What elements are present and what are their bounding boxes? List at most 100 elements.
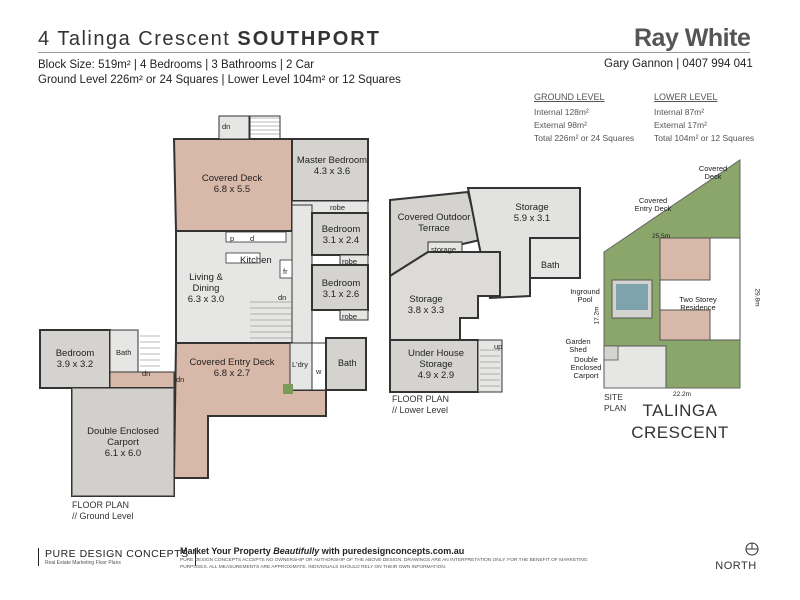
room-storage-2: Storage 3.8 x 3.3: [404, 294, 448, 316]
room-name: Living & Dining: [189, 272, 223, 294]
room-covered-outdoor-terrace: Covered Outdoor Terrace: [397, 212, 471, 234]
bath-label: Bath: [116, 348, 132, 357]
room-size: 3.8 x 3.3: [407, 305, 445, 316]
room-name: Bedroom: [321, 224, 361, 235]
property-address: 4 Talinga Crescent SOUTHPORT: [38, 28, 381, 51]
ground-total: Total 226m² or 24 Squares: [534, 133, 635, 143]
north-indicator: NORTH: [712, 544, 760, 572]
site-covered-deck: Covered Deck: [698, 164, 728, 181]
room-bath: Bath: [338, 358, 357, 368]
pantry-label: p: [230, 234, 235, 243]
brand-logo: Ray White: [634, 24, 751, 52]
robe-label: robe: [342, 257, 358, 266]
plan-subtitle: // Ground Level: [72, 511, 134, 521]
room-under-house-storage: Under House Storage 4.9 x 2.9: [398, 348, 474, 381]
room-bath-lower: Bath: [541, 260, 560, 270]
lower-level-plan: [389, 187, 581, 393]
ground-external: External 98m²: [534, 120, 587, 130]
company-tagline: Real Estate Marketing Floor Plans: [45, 560, 121, 566]
address-text: 4 Talinga Crescent: [38, 28, 231, 50]
robe-label: robe: [330, 203, 346, 212]
stairs-down-label: dn: [142, 369, 151, 378]
site-covered-entry-deck: Covered Entry Deck: [634, 196, 672, 213]
room-size: 6.8 x 5.5: [213, 184, 251, 195]
site-shed: Garden Shed: [565, 337, 591, 354]
lower-internal: Internal 87m²: [654, 107, 705, 117]
room-size: 6.8 x 2.7: [213, 368, 251, 379]
room-size: 4.9 x 2.9: [417, 370, 455, 381]
room-name: Storage: [515, 202, 549, 213]
site-carport: Double Enclosed Carport: [570, 355, 602, 380]
dim-bottom: 22.2m: [673, 391, 692, 398]
room-name: Covered Entry Deck: [189, 357, 275, 368]
lower-external: External 17m²: [654, 120, 707, 130]
dim-right: 29.8m: [753, 288, 761, 307]
market-prefix: Market Your Property: [180, 546, 274, 556]
room-size: 4.3 x 3.6: [313, 166, 351, 177]
room-size: 3.9 x 3.2: [56, 359, 94, 370]
stairs-up-label: up: [494, 342, 503, 351]
site-residence: Two Storey Residence: [679, 295, 717, 312]
room-storage-1: Storage 5.9 x 3.1: [508, 202, 556, 224]
dim-left: 17.2m: [593, 306, 601, 325]
ground-level-areas: GROUND LEVEL Internal 128m² External 98m…: [534, 91, 634, 145]
room-kitchen: Kitchen: [240, 255, 272, 266]
room-size: 6.1 x 6.0: [104, 448, 142, 459]
ground-plan-label: FLOOR PLAN // Ground Level: [72, 500, 134, 522]
room-size: 6.3 x 3.0: [187, 294, 225, 305]
room-name: Bedroom: [321, 278, 361, 289]
room-living-dining: Living & Dining 6.3 x 3.0: [178, 272, 234, 305]
room-bedroom-4: Bedroom 3.9 x 3.2: [42, 348, 108, 370]
room-covered-deck: Covered Deck 6.8 x 5.5: [182, 173, 282, 195]
stairs-down-label: dn: [176, 375, 185, 384]
ground-level-plan: [39, 115, 369, 497]
site-plan: [603, 159, 741, 389]
room-master-bedroom: Master Bedroom 4.3 x 3.6: [296, 155, 368, 177]
stairs-down-label: dn: [278, 293, 287, 302]
wc-label: w: [316, 367, 322, 376]
site-pool: Inground Pool: [570, 287, 600, 304]
site-plan-label: SITE PLAN: [604, 392, 627, 413]
ground-internal: Internal 128m²: [534, 107, 589, 117]
dishwasher-label: d: [250, 234, 255, 243]
room-bedroom-2: Bedroom 3.1 x 2.4: [312, 224, 370, 246]
room-carport: Double Enclosed Carport 6.1 x 6.0: [78, 426, 168, 459]
lower-area-heading: LOWER LEVEL: [654, 92, 718, 102]
room-name: Under House Storage: [408, 348, 464, 370]
suburb-text: SOUTHPORT: [237, 28, 381, 50]
agent-contact: Gary Gannon | 0407 994 041: [604, 58, 753, 70]
room-size: 3.1 x 2.6: [322, 289, 360, 300]
ground-area-heading: GROUND LEVEL: [534, 92, 605, 102]
lower-total: Total 104m² or 12 Squares: [654, 133, 755, 143]
market-emphasis: Beautifully: [273, 546, 320, 556]
fridge-label: fr: [283, 267, 288, 276]
room-name: Double Enclosed Carport: [87, 426, 159, 448]
marketing-line: Market Your Property Beautifully with pu…: [180, 546, 464, 556]
lower-plan-label: FLOOR PLAN // Lower Level: [392, 394, 449, 416]
room-name: Bedroom: [55, 348, 95, 359]
room-laundry: L'dry: [292, 360, 309, 369]
plan-title: FLOOR PLAN: [392, 394, 450, 404]
room-covered-entry-deck: Covered Entry Deck 6.8 x 2.7: [178, 357, 286, 379]
room-name: Storage: [409, 294, 443, 305]
footer-brand: PURE DESIGN CONCEPTS Real Estate Marketi…: [38, 548, 196, 566]
header-divider: [38, 52, 750, 53]
company-name: PURE DESIGN CONCEPTS: [45, 548, 189, 560]
specs-line-1: Block Size: 519m² | 4 Bedrooms | 3 Bathr…: [38, 59, 315, 71]
property-specs: Block Size: 519m² | 4 Bedrooms | 3 Bathr…: [38, 58, 401, 88]
room-size: 3.1 x 2.4: [322, 235, 360, 246]
plan-subtitle: // Lower Level: [392, 405, 449, 415]
stairs-down-label: dn: [222, 122, 231, 131]
room-name: Covered Deck: [201, 173, 263, 184]
plan-title: FLOOR PLAN: [72, 500, 130, 510]
street-name: TALINGA CRESCENT: [631, 401, 729, 442]
specs-line-2: Ground Level 226m² or 24 Squares | Lower…: [38, 74, 401, 86]
storage-label: storage: [431, 245, 457, 254]
room-size: 5.9 x 3.1: [513, 213, 551, 224]
lower-level-areas: LOWER LEVEL Internal 87m² External 17m² …: [654, 91, 754, 145]
dim-top: 25.5m: [652, 233, 671, 240]
disclaimer: PURE DESIGN CONCEPTS ACCEPTS NO OWNERSHI…: [180, 558, 588, 570]
north-label: NORTH: [715, 560, 757, 572]
market-suffix: with puredesignconcepts.com.au: [319, 546, 465, 556]
